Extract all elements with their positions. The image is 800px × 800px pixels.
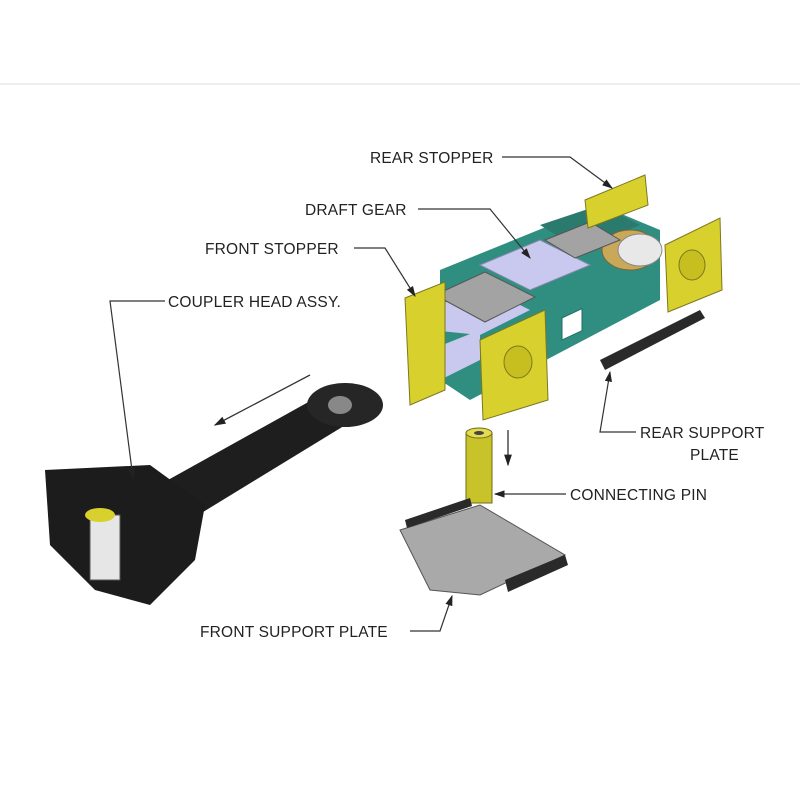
- label-rear-support-plate-2: PLATE: [690, 447, 739, 464]
- coupler-head-assembly: [45, 383, 383, 605]
- connecting-pin: [465, 427, 493, 504]
- draft-gear-assembly: [404, 174, 723, 421]
- label-front-stopper: FRONT STOPPER: [205, 241, 339, 258]
- top-plate: [433, 271, 537, 323]
- label-front-support-plate: FRONT SUPPORT PLATE: [200, 624, 388, 641]
- label-coupler-head: COUPLER HEAD ASSY.: [168, 294, 341, 311]
- front-support-plate: [399, 498, 568, 596]
- front-stopper: [404, 281, 446, 406]
- rear-support-plate-part: [600, 310, 705, 370]
- draft-gear-leader: [418, 208, 531, 259]
- rear-support-leader: [599, 370, 636, 433]
- coupler-head-leader: [109, 300, 165, 480]
- rear-stopper: [584, 174, 649, 229]
- front-stopper-leader: [354, 247, 416, 298]
- front-support-leader: [410, 594, 453, 632]
- label-connecting-pin: CONNECTING PIN: [570, 487, 707, 504]
- label-rear-stopper: REAR STOPPER: [370, 150, 494, 167]
- label-draft-gear: DRAFT GEAR: [305, 202, 407, 219]
- draft-gear-block: [478, 239, 592, 291]
- label-rear-support-plate-1: REAR SUPPORT: [640, 425, 765, 442]
- rear-stopper-leader: [502, 156, 613, 189]
- motion-arrow-icon: [213, 374, 311, 426]
